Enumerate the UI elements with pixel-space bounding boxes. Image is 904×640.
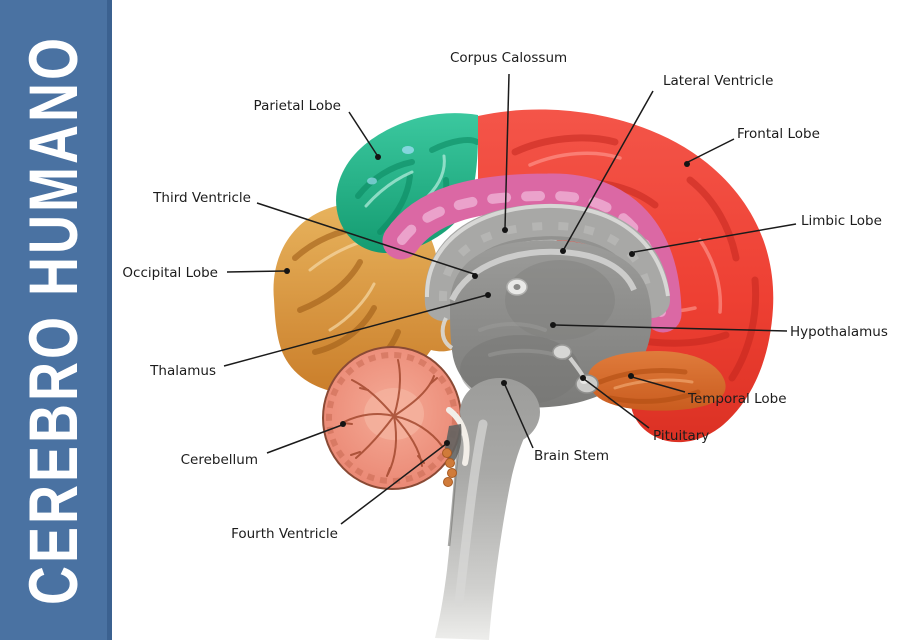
sidebar [0,0,107,640]
label-corpus-calossum: Corpus Calossum [450,50,568,66]
label-cerebellum: Cerebellum [180,452,258,468]
brain-stem-region [435,378,540,640]
label-hypothalamus: Hypothalamus [790,324,888,340]
leader-dots [284,154,690,446]
label-third-ventricle: Third Ventricle [153,190,251,206]
label-limbic-lobe: Limbic Lobe [801,213,882,229]
label-fourth-ventricle: Fourth Ventricle [231,526,338,542]
label-pituitary: Pituitary [653,428,710,444]
label-temporal-lobe: Temporal Lobe [688,391,787,407]
cerebellum-region [322,346,462,490]
label-parietal-lobe: Parietal Lobe [253,98,341,114]
label-frontal-lobe: Frontal Lobe [737,126,820,142]
pituitary-region [552,344,599,394]
label-lateral-ventricle: Lateral Ventricle [663,73,774,89]
fourth-ventricle-region [442,407,470,487]
occipital-lobe-region [273,202,469,394]
temporal-lobe-region [587,351,726,411]
label-brain-stem: Brain Stem [534,448,610,464]
label-occipital-lobe: Occipital Lobe [122,265,218,281]
leader-lines [223,73,797,525]
label-thalamus: Thalamus [150,363,216,379]
sidebar-edge [107,0,112,640]
